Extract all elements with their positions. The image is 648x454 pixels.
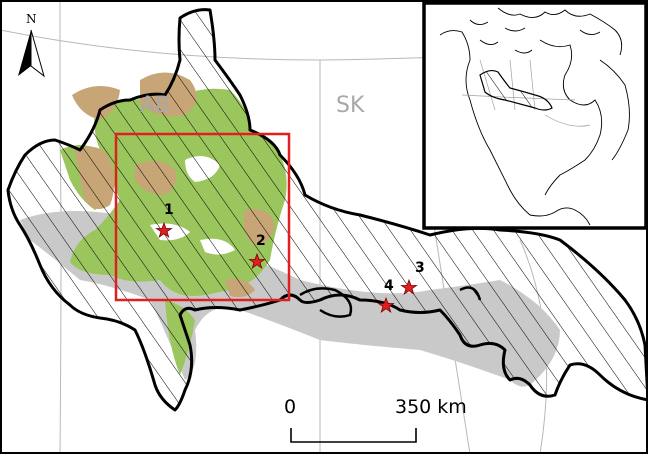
scale-end-label: 350 km (395, 396, 467, 418)
hatched-range-region (6, 8, 648, 412)
site-label-1: 1 (164, 202, 174, 218)
site-4: 4 (377, 278, 395, 313)
scale-bar: 0 350 km (284, 396, 467, 443)
province-label-sk: SK (336, 93, 365, 118)
inset-range-hatch (479, 69, 553, 111)
scale-start-label: 0 (284, 396, 296, 418)
study-area-box (114, 132, 291, 302)
province-label-ab: AB (140, 93, 170, 118)
site-label-2: 2 (256, 233, 266, 249)
site-markers: 1 2 3 4 (155, 202, 425, 313)
star-icon (400, 278, 418, 295)
site-label-4: 4 (384, 278, 394, 294)
north-arrow: N (18, 12, 45, 78)
site-2: 2 (248, 233, 266, 269)
north-label: N (26, 12, 37, 26)
site-label-3: 3 (415, 260, 425, 276)
inset-map (422, 1, 648, 230)
inset-coastlines (439, 7, 630, 226)
site-1: 1 (155, 202, 174, 238)
star-icon (155, 221, 173, 238)
star-icon (248, 252, 266, 269)
site-3: 3 (400, 260, 425, 295)
inner-outlines (299, 286, 482, 318)
star-icon (377, 296, 395, 313)
